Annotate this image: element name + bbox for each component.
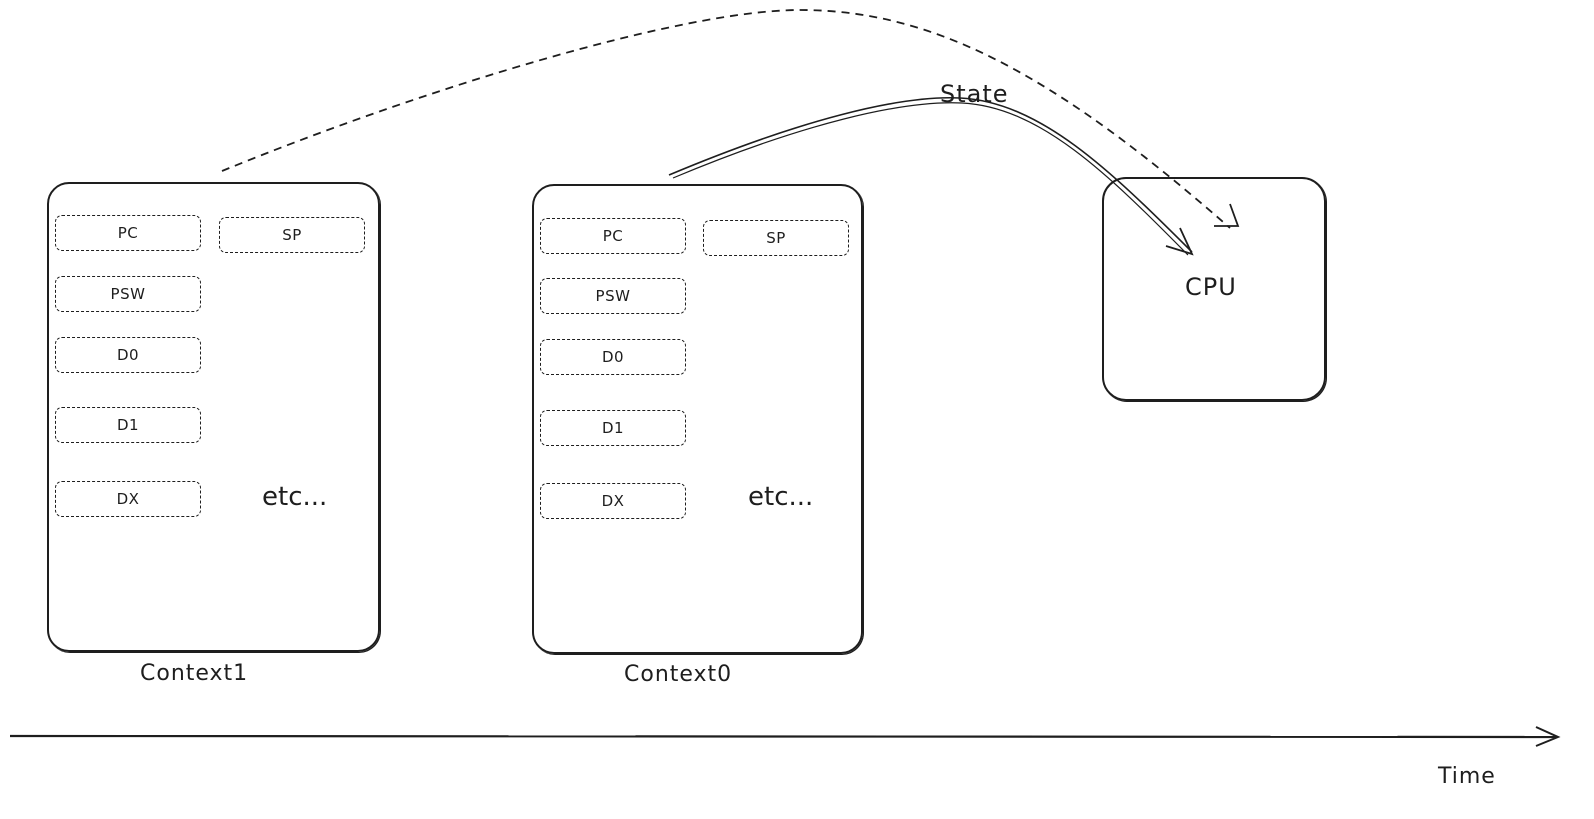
register-label: D0 (116, 346, 140, 364)
register-label: D1 (601, 419, 625, 437)
context0-more-registers: etc... (748, 482, 814, 512)
context0-to-cpu-arrowhead (1165, 227, 1194, 256)
context0-register-d0: D0 (540, 339, 686, 375)
context1-caption: Context1 (140, 661, 249, 686)
register-label: PSW (110, 285, 146, 303)
context0-register-psw: PSW (540, 278, 686, 314)
register-label: DX (116, 490, 140, 508)
context1-register-d1: D1 (55, 407, 201, 443)
context0-box (532, 184, 863, 654)
register-label: DX (601, 492, 625, 510)
context1-register-dx: DX (55, 481, 201, 517)
context0-register-sp: SP (703, 220, 849, 256)
register-label: PC (117, 224, 139, 242)
register-label: PSW (595, 287, 631, 305)
context1-box (47, 182, 380, 652)
context0-register-d1: D1 (540, 410, 686, 446)
timeline-arrowhead (1535, 726, 1561, 747)
time-label: Time (1438, 764, 1496, 789)
context1-to-cpu-dashed-arrow (221, 9, 1231, 229)
context1-register-pc: PC (55, 215, 201, 251)
context1-register-psw: PSW (55, 276, 201, 312)
cpu-label: CPU (1185, 273, 1237, 301)
context1-more-registers: etc... (262, 482, 328, 512)
context0-register-pc: PC (540, 218, 686, 254)
state-label: State (940, 80, 1009, 108)
context1-register-sp: SP (219, 217, 365, 253)
context0-caption: Context0 (624, 662, 733, 687)
cpu-box (1102, 177, 1326, 401)
timeline-axis (9, 734, 1557, 739)
register-label: SP (282, 226, 302, 244)
register-label: D1 (116, 416, 140, 434)
context0-register-dx: DX (540, 483, 686, 519)
register-label: D0 (601, 348, 625, 366)
register-label: SP (766, 229, 786, 247)
context1-to-cpu-dashed-arrowhead (1214, 203, 1240, 227)
context1-register-d0: D0 (55, 337, 201, 373)
register-label: PC (602, 227, 624, 245)
